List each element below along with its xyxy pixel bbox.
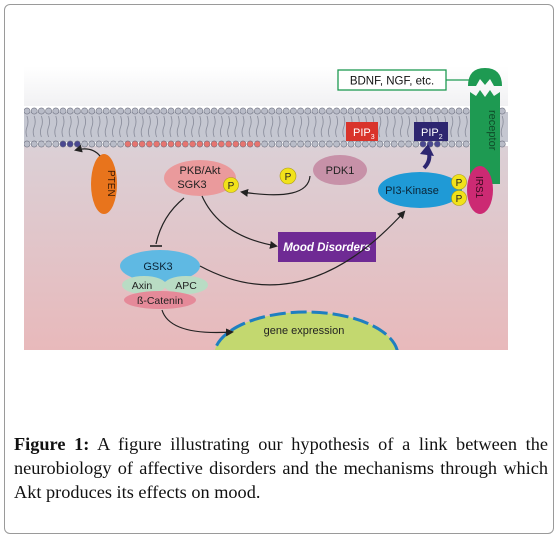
pip3-label: PIP3: [353, 127, 375, 141]
pi3k-phospho-bottom: [451, 190, 467, 206]
akt-phospho: [223, 177, 239, 193]
mood-disorders-label: Mood Disorders: [283, 242, 371, 254]
beta-catenin-oval: [124, 291, 196, 309]
pip2-box: [414, 122, 448, 141]
free-phospho-label: P: [285, 172, 292, 183]
axin-label: Axin: [132, 280, 153, 292]
apc-oval: [164, 276, 208, 294]
figure-caption: Figure 1: A figure illustrating our hypo…: [14, 432, 548, 504]
akt-oval: [164, 160, 236, 196]
pi3k-phospho-bottom-label: P: [456, 194, 463, 205]
pdk1-oval: [313, 155, 367, 185]
pip3-box: [346, 122, 378, 141]
sgk3-label: SGK3: [177, 179, 206, 191]
akt-phospho-label: P: [228, 181, 235, 192]
gene-expression-label: gene expression: [264, 325, 345, 337]
arrow-gsk3-to-pi3k: [199, 210, 406, 286]
gsk3-oval: [120, 250, 200, 282]
signaling-diagram: BDNF, NGF, etc. receptor PIP3 PIP2 PTEN …: [24, 66, 508, 350]
nucleus: [214, 312, 398, 350]
gsk3-label: GSK3: [143, 261, 172, 273]
pi3k-label: PI3-Kinase: [385, 185, 439, 197]
arrow-pdk1-to-akt: [240, 175, 311, 197]
receptor-label: receptor: [486, 110, 498, 151]
arrowhead-pip2: [420, 144, 434, 156]
arrow-akt-to-mood: [201, 195, 278, 249]
inhibit-akt-to-gsk3: [155, 197, 185, 245]
pten-label: PTEN: [105, 170, 116, 197]
irs1-oval: [467, 166, 493, 214]
axin-oval: [122, 276, 166, 294]
pdk1-label: PDK1: [326, 165, 355, 177]
pi3k-phospho-top-label: P: [456, 178, 463, 189]
growth-factor-label: BDNF, NGF, etc.: [350, 76, 434, 88]
free-phospho: [279, 167, 297, 185]
figure-frame: [4, 4, 554, 534]
beta-catenin-label: ß-Catenin: [137, 295, 183, 307]
mood-disorders-box: [278, 232, 376, 262]
pkb-akt-label: PKB/Akt: [180, 165, 221, 177]
caption-lead: Figure 1:: [14, 434, 90, 454]
ligand-shape: [468, 68, 502, 86]
nuclear-envelope: [213, 310, 399, 350]
arrow-pten: [74, 144, 101, 157]
caption-text: A figure illustrating our hypothesis of …: [14, 434, 548, 502]
pip2-label: PIP2: [421, 127, 443, 141]
pten-oval: [91, 154, 117, 214]
receptor-shape: [470, 90, 500, 184]
pi3k-oval: [378, 172, 462, 208]
arrow-catenin-to-nucleus: [161, 309, 234, 337]
apc-label: APC: [175, 280, 197, 292]
irs1-label: IRS1: [473, 176, 484, 199]
pi3k-phospho-top: [451, 174, 467, 190]
